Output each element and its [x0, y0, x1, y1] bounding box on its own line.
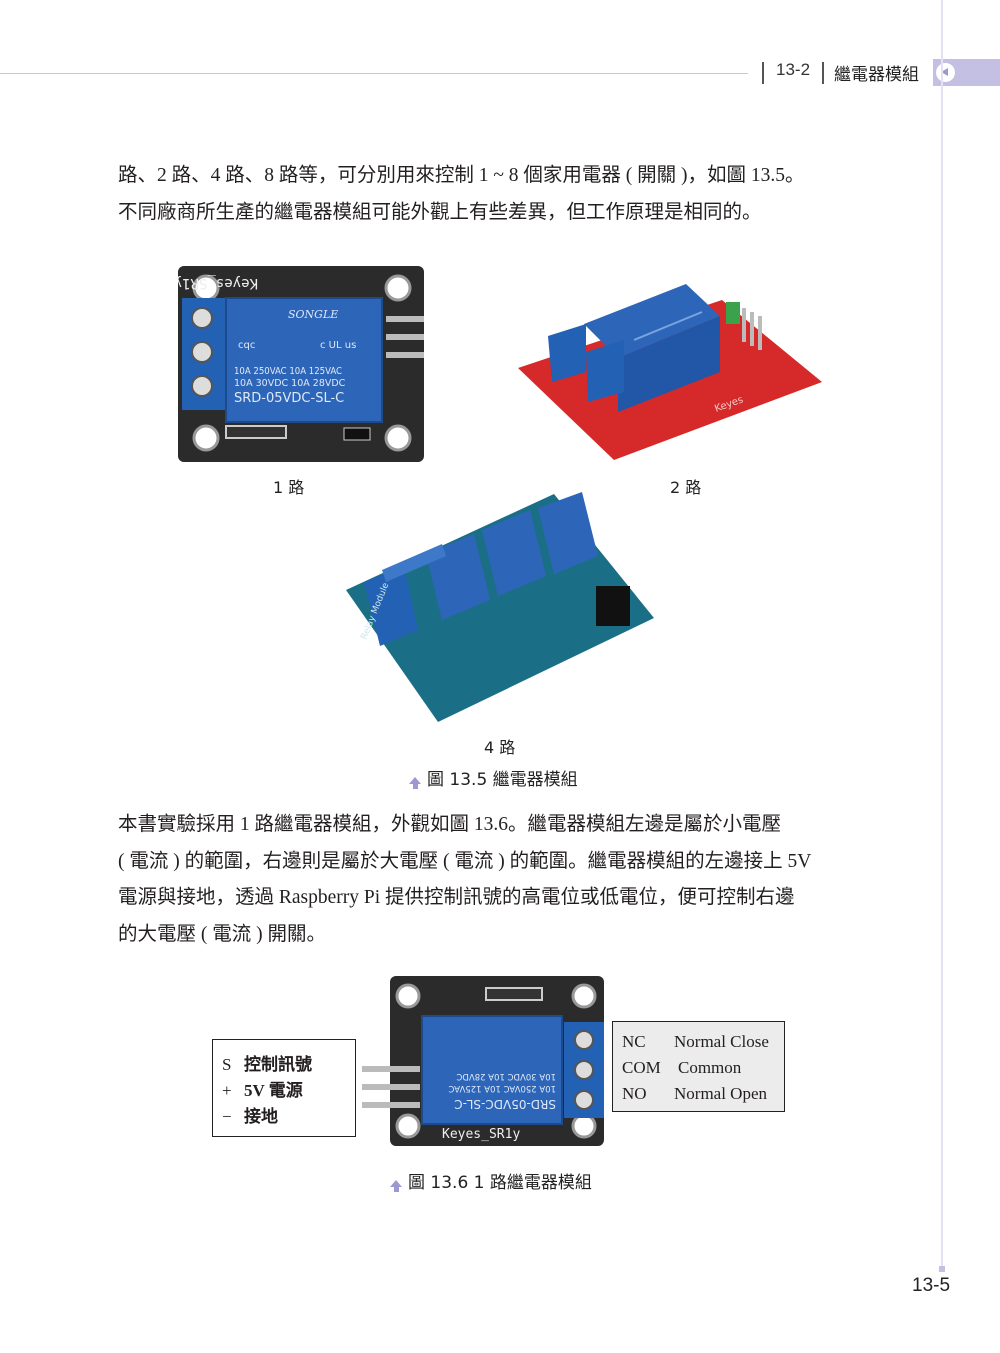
label-4-channel: 4 路	[484, 738, 516, 757]
header-separator	[822, 62, 824, 84]
terminal-strip	[382, 544, 446, 582]
relay-seam	[633, 311, 703, 341]
header-pin	[362, 1084, 420, 1090]
figure-13-6-caption: 圖 13.6 1 路繼電器模組	[390, 1168, 592, 1193]
screw-icon	[574, 1030, 594, 1050]
jumper	[726, 302, 740, 324]
header-pin	[386, 352, 424, 358]
figure-13-5-caption: 圖 13.5 繼電器模組	[409, 765, 578, 790]
diode	[225, 425, 287, 439]
relay-cube	[364, 566, 418, 646]
legend-row: −接地	[222, 1107, 278, 1126]
screw-terminal	[586, 340, 624, 402]
paragraph-intro: 路、2 路、4 路、8 路等，可分別用來控制 1 ~ 8 個家用電器 ( 開關 …	[118, 158, 888, 231]
caption-text: 圖 13.6 1 路繼電器模組	[408, 1173, 592, 1193]
text-line: 不同廠商所生產的繼電器模組可能外觀上有些差異，但工作原理是相同的。	[118, 201, 762, 223]
caption-arrow-icon	[409, 777, 421, 789]
screw-icon	[574, 1060, 594, 1080]
relay-1-channel-rotated-photo: SRD-05VDC-SL-C 10A 250VAC 10A 125VAC 10A…	[362, 976, 604, 1146]
relay-body	[225, 297, 383, 423]
header-pin	[758, 316, 762, 350]
label-1-channel: 1 路	[273, 478, 305, 497]
caption-arrow-icon	[390, 1180, 402, 1192]
margin-vertical-rule	[941, 0, 943, 1270]
relay-top	[584, 284, 720, 358]
relay-4-channel-photo: Relay Module	[346, 492, 654, 722]
screw-icon	[191, 375, 213, 397]
page-number: 13-5	[912, 1275, 951, 1296]
mount-hole	[395, 983, 421, 1009]
margin-rule-endpoint	[939, 1266, 945, 1272]
header-separator	[762, 62, 764, 84]
screw-icon	[191, 341, 213, 363]
header-pin	[362, 1066, 420, 1072]
header-chapter-title: 繼電器模組	[834, 65, 919, 85]
header-rule	[0, 73, 748, 74]
relay-spec-text: 10A 30VDC 10A 28VDC	[234, 378, 346, 389]
relay-spec-text: 10A 250VAC 10A 125VAC	[234, 366, 342, 377]
mount-hole	[571, 1113, 597, 1139]
caption-text: 圖 13.5 繼電器模組	[427, 770, 578, 790]
relay-model-text: SRD-05VDC-SL-C	[234, 391, 344, 406]
board-brand-text: Keyes_SR1y	[178, 275, 258, 291]
back-arrow-icon	[936, 63, 955, 82]
header-pin	[750, 312, 754, 346]
relay-cert-text: cqc	[238, 340, 255, 351]
header-block	[596, 586, 630, 626]
text-line: 本書實驗採用 1 路繼電器模組，外觀如圖 13.6。繼電器模組左邊是屬於小電壓	[118, 814, 782, 835]
header-tab	[933, 59, 1000, 86]
diode	[485, 987, 543, 1001]
relay-cube	[482, 510, 546, 596]
mount-hole	[192, 424, 220, 452]
relay-cert-text: c UL us	[320, 340, 356, 351]
paragraph-description: 本書實驗採用 1 路繼電器模組，外觀如圖 13.6。繼電器模組左邊是屬於小電壓 …	[118, 807, 888, 953]
mount-hole	[571, 983, 597, 1009]
resistor	[343, 427, 371, 441]
header-pin	[742, 308, 746, 342]
relay-body	[421, 1015, 563, 1125]
legend-row: +5V 電源	[222, 1081, 303, 1100]
header-pin	[362, 1102, 420, 1108]
screw-icon	[574, 1090, 594, 1110]
text-line: 路、2 路、4 路、8 路等，可分別用來控制 1 ~ 8 個家用電器 ( 開關 …	[118, 165, 805, 186]
text-line: 的大電壓 ( 電流 ) 開關。	[118, 923, 326, 945]
mount-hole	[384, 274, 412, 302]
text-line: 電源與接地，透過 Raspberry Pi 提供控制訊號的高電位或低電位，便可控…	[118, 887, 795, 908]
header-pin	[386, 334, 424, 340]
header-pin	[386, 316, 424, 322]
relay-maker-text: SONGLE	[288, 308, 338, 321]
board-brand-text: Keyes_SR1y	[442, 1127, 520, 1142]
relay-spec-text: 10A 30VDC 10A 28VDC	[456, 1071, 556, 1081]
label-2-channel: 2 路	[670, 478, 702, 497]
screw-icon	[191, 307, 213, 329]
relay-model-text: SRD-05VDC-SL-C	[454, 1097, 556, 1111]
screw-terminal	[548, 324, 586, 382]
header-section-number: 13-2	[776, 60, 811, 79]
relay-side	[618, 316, 720, 412]
relay-spec-text: 10A 250VAC 10A 125VAC	[448, 1083, 556, 1093]
text-line: ( 電流 ) 的範圍，右邊則是屬於大電壓 ( 電流 ) 的範圍。繼電器模組的左邊…	[118, 850, 812, 872]
relay-2-channel-photo: Keyes	[518, 284, 822, 460]
mount-hole	[395, 1113, 421, 1139]
relay-1-channel-photo: Keyes_SR1y SONGLE cqc c UL us 10A 250VAC…	[178, 266, 424, 462]
relay-cube	[538, 492, 598, 574]
mount-hole	[384, 424, 412, 452]
